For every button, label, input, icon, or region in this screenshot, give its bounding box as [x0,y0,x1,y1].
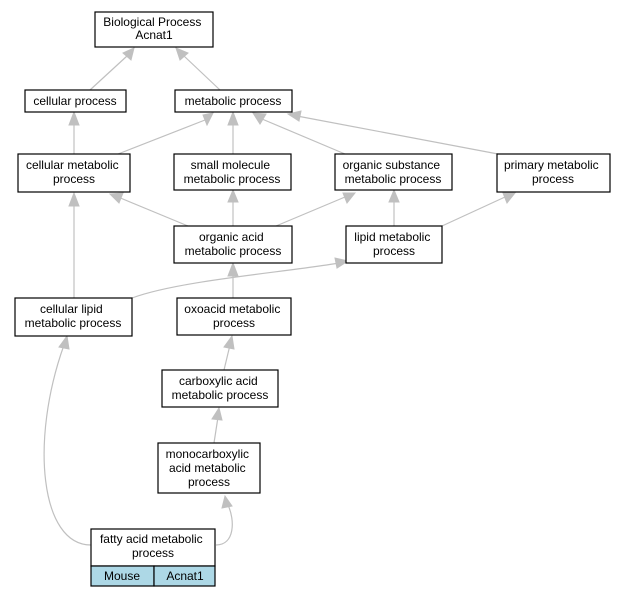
arrowhead-pmp-mp [286,110,302,122]
node-label-line: cellular metabolic [26,158,119,172]
node-label-line: metabolic process [25,316,122,330]
node-carboxylic-acid-metabolic-process[interactable]: carboxylic acid metabolic process [161,369,279,408]
node-label-line: organic acid [199,230,264,244]
node-metabolic-process[interactable]: metabolic process [174,89,293,113]
edge-oamp-cmp [117,196,189,227]
svg-text:cellular metabolic proce: cellular metabolic process [26,158,122,186]
edge-mcamp-camp [213,416,219,444]
svg-text:oxoacid metabolic proces: oxoacid metabolic process [184,302,283,330]
edge-lmp-pmp [441,196,506,227]
node-label-line: cellular lipid [40,302,103,316]
gene-label: Acnat1 [166,569,204,583]
node-label-line: process [188,475,230,489]
edge-famp-mcamp [215,504,233,546]
arrowhead-clmp-cmp [68,191,80,207]
svg-text:Biological Process Acnat: Biological Process Acnat1 [103,15,204,42]
node-label-line: process [532,172,574,186]
node-label-line: monocarboxylic [166,447,249,461]
gene-cell [153,565,216,587]
node-label-line: metabolic process [345,172,442,186]
node-label-line: organic substance [343,158,441,172]
organism-label: Mouse [104,569,140,583]
annotation-row: Mouse Acnat1 [90,565,216,587]
svg-text:small molecule metabolic: small molecule metabolic process [184,158,281,186]
svg-text:fatty acid metabolic pro: fatty acid metabolic process [100,532,206,560]
arrowhead-clmp-lmp [334,257,350,269]
node-lipid-metabolic-process[interactable]: lipid metabolic process [345,225,443,264]
node-label-line: process [373,244,415,258]
arrowhead-famp-mcamp [221,494,233,509]
node-label-line: acid metabolic [169,461,246,475]
arrowhead-lmp-pmp [502,192,517,204]
arrowheads [58,47,517,509]
node-label-line: metabolic process [185,94,282,108]
arrowhead-cp-bp [122,47,135,61]
edge-mp-bp [183,55,221,91]
node-label-line: small molecule [191,158,271,172]
arrowhead-mcamp-camp [211,406,223,421]
node-label-line: metabolic process [184,172,281,186]
edge-oamp-osmp [275,196,346,227]
svg-text:primary metabolic proces: primary metabolic process [504,158,602,186]
node-organic-acid-metabolic-process[interactable]: organic acid metabolic process [173,225,293,264]
node-label-line: oxoacid metabolic [184,302,280,316]
node-label-line: metabolic process [185,244,282,258]
node-label-line: primary metabolic [504,158,599,172]
node-label-line: process [213,316,255,330]
edge-cp-bp [89,55,128,91]
edge-pmp-mp [296,115,499,155]
edge-osmp-mp [261,118,346,155]
node-label-line: process [132,546,174,560]
arrowhead-oamp-smmp [227,188,239,203]
svg-text:carboxylic acid metaboli: carboxylic acid metabolic process [172,374,269,402]
arrowhead-oamp-osmp [342,192,357,204]
node-biological-process[interactable]: Biological Process Acnat1 [94,11,214,48]
edges [43,55,506,546]
node-primary-metabolic-process[interactable]: primary metabolic process [496,153,611,193]
node-label-line: metabolic process [172,388,269,402]
node-label-line: lipid metabolic [354,230,430,244]
arrowhead-camp-oxmp [223,334,235,350]
arrowhead-oxmp-oamp [227,261,239,277]
arrowhead-lmp-osmp [388,188,400,203]
node-oxoacid-metabolic-process[interactable]: oxoacid metabolic process [176,297,292,336]
node-fatty-acid-metabolic-process[interactable]: fatty acid metabolic process [90,528,216,567]
node-label-line: cellular process [33,94,116,108]
arrowhead-smmp-mp [227,110,239,126]
svg-text:cellular process: cellular process [33,94,116,108]
edge-clmp-lmp [131,261,346,299]
edge-camp-oxmp [223,344,231,371]
arrowhead-mp-bp [175,47,189,61]
svg-text:lipid metabolic process: lipid metabolic process [354,230,433,258]
node-cellular-metabolic-process[interactable]: cellular metabolic process [17,153,131,193]
node-monocarboxylic-acid-metabolic-process[interactable]: monocarboxylic acid metabolic process [157,442,261,494]
node-organic-substance-metabolic-process[interactable]: organic substance metabolic process [334,153,453,191]
svg-text:monocarboxylic acid meta: monocarboxylic acid metabolic process [166,447,253,489]
edge-cmp-mp [117,119,206,155]
svg-text:organic substance metabo: organic substance metabolic process [343,158,444,186]
node-cellular-process[interactable]: cellular process [24,89,127,113]
arrowhead-osmp-mp [252,112,267,125]
node-label-line: fatty acid metabolic [100,532,203,546]
arrowhead-oamp-cmp [108,192,124,204]
edge-famp-clmp [43,344,92,546]
node-label-line: Biological Process [103,15,201,29]
node-label-line: Acnat1 [135,28,173,42]
svg-text:metabolic process: metabolic process [185,94,282,108]
node-cellular-lipid-metabolic-process[interactable]: cellular lipid metabolic process [14,297,133,337]
arrowhead-famp-clmp [58,334,70,350]
node-label-line: process [53,172,95,186]
node-small-molecule-metabolic-process[interactable]: small molecule metabolic process [173,153,292,191]
arrowhead-cmp-mp [202,112,214,127]
svg-text:cellular lipid metabolic: cellular lipid metabolic process [25,302,122,330]
node-label-line: carboxylic acid [179,374,258,388]
svg-text:organic acid metabolic p: organic acid metabolic process [185,230,282,258]
arrowhead-cmp-cp [68,110,80,126]
